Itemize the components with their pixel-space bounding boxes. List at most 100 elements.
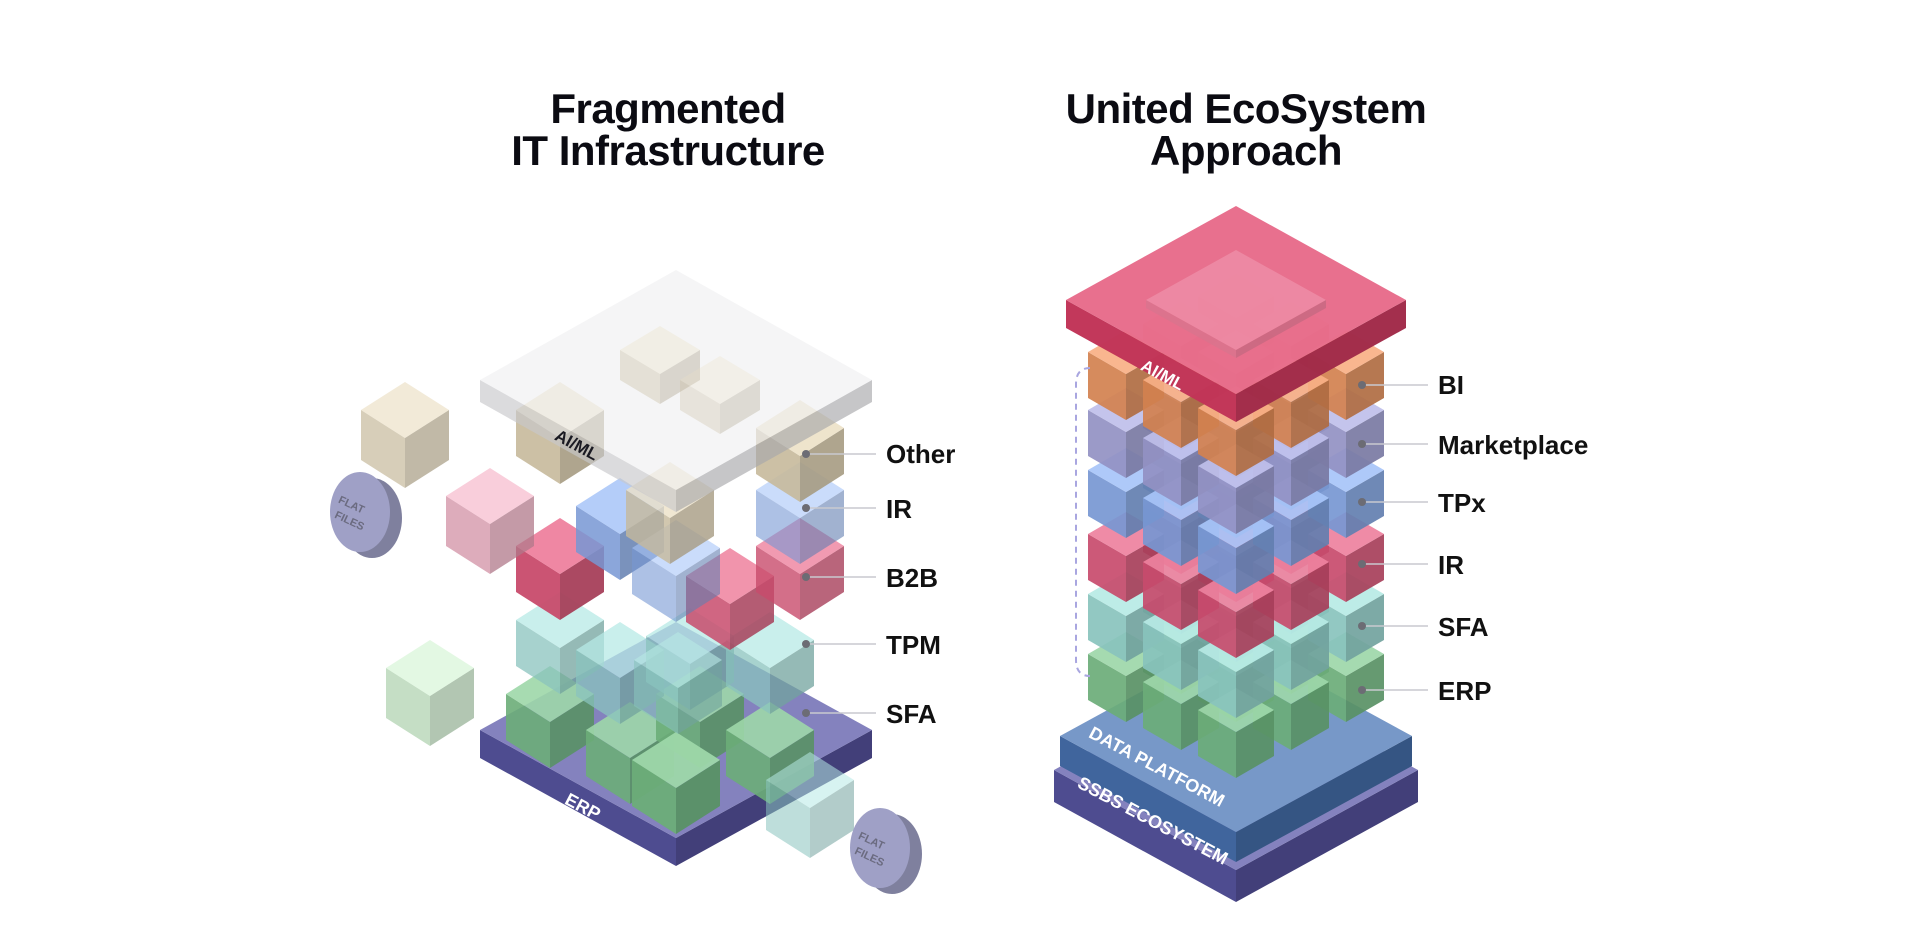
left-face	[1054, 770, 1236, 902]
top-face	[726, 702, 814, 758]
right-leader-4-dot	[1358, 622, 1366, 630]
left-face	[516, 546, 560, 620]
left-face	[626, 490, 670, 564]
top-face	[361, 382, 449, 438]
left-face	[726, 730, 770, 804]
right-face	[800, 546, 844, 620]
cylinder-top	[850, 808, 910, 888]
left-face	[1143, 438, 1181, 506]
left-face	[1143, 380, 1181, 448]
right-face	[676, 760, 720, 834]
left-face	[756, 490, 800, 564]
integration-bracket	[1075, 367, 1091, 677]
b2b-block	[516, 518, 604, 620]
left-face	[766, 780, 810, 858]
right-face	[1236, 770, 1418, 902]
left-leader-1-dot	[802, 504, 810, 512]
right-face	[1291, 380, 1329, 448]
floating-other-block	[361, 382, 449, 488]
top-face	[766, 752, 854, 808]
right-face	[700, 694, 744, 768]
left-face	[634, 660, 678, 734]
left-label-tpm: TPM	[886, 630, 941, 660]
left-face	[1146, 300, 1236, 358]
left-face	[516, 620, 560, 694]
floating-teal-block	[766, 752, 854, 858]
left-face	[386, 668, 430, 746]
title-fragmented-it-infrastructure: Fragmented IT Infrastructure	[388, 88, 948, 172]
left-face	[361, 410, 405, 488]
title-left-line-1: Fragmented	[550, 85, 786, 132]
right-face	[1236, 736, 1412, 862]
right-face	[1291, 622, 1329, 690]
right-face	[550, 694, 594, 768]
left-face	[1198, 466, 1236, 534]
left-face	[1143, 562, 1181, 630]
right-leader-1-dot	[1358, 440, 1366, 448]
right-face	[678, 660, 722, 734]
top-face	[1146, 250, 1326, 350]
right-face	[430, 668, 474, 746]
right-face	[1291, 498, 1329, 566]
right-label-sfa: SFA	[1438, 612, 1489, 642]
left-face	[1198, 408, 1236, 476]
left-face	[726, 640, 770, 714]
left-leader-3-dot	[802, 640, 810, 648]
left-face	[1198, 710, 1236, 778]
top-face	[680, 356, 760, 404]
left-face	[586, 730, 630, 804]
left-face	[680, 380, 720, 434]
right-face	[1291, 682, 1329, 750]
left-face	[1088, 654, 1126, 722]
top-face	[634, 632, 722, 688]
aiml-top-slab	[480, 270, 872, 512]
left-face	[516, 410, 560, 484]
right-label-marketplace: Marketplace	[1438, 430, 1589, 460]
right-face	[800, 428, 844, 502]
right-face	[676, 548, 720, 622]
top-face	[620, 326, 700, 374]
right-label-leaders	[1358, 381, 1428, 694]
floating-pink-block	[446, 468, 534, 574]
united-stack	[1054, 206, 1418, 902]
left-face	[632, 548, 676, 622]
right-face	[676, 380, 872, 512]
flat-files-cylinder-left	[330, 472, 402, 558]
right-face	[720, 380, 760, 434]
right-leader-3-dot	[1358, 560, 1366, 568]
left-leader-4-dot	[802, 709, 810, 717]
top-face	[480, 270, 872, 490]
right-face	[1291, 562, 1329, 630]
floating-green-block	[386, 640, 474, 746]
fragmented-stack	[330, 270, 922, 894]
left-face	[480, 380, 676, 512]
left-face	[632, 760, 676, 834]
top-face	[1066, 206, 1406, 394]
right-face	[1236, 526, 1274, 594]
right-face	[810, 780, 854, 858]
right-face	[670, 490, 714, 564]
right-label-bi: BI	[1438, 370, 1464, 400]
left-label-sfa: SFA	[886, 699, 937, 729]
right-label-tpx: TPx	[1438, 488, 1486, 518]
title-united-ecosystem-approach: United EcoSystem Approach	[966, 88, 1526, 172]
right-label-erp: ERP	[1438, 676, 1492, 706]
left-face	[1088, 534, 1126, 602]
left-face	[1088, 410, 1126, 478]
aiml-inner-block	[1146, 250, 1326, 358]
top-face	[386, 640, 474, 696]
left-leader-2-dot	[802, 573, 810, 581]
right-leader-0-dot	[1358, 381, 1366, 389]
sfa-block	[632, 732, 720, 834]
left-face	[446, 496, 490, 574]
right-face	[1236, 300, 1326, 358]
left-label-ir: IR	[886, 494, 912, 524]
left-face	[1066, 300, 1236, 422]
right-face	[1346, 534, 1384, 602]
left-face	[1198, 590, 1236, 658]
left-face	[1143, 498, 1181, 566]
right-face	[1236, 466, 1274, 534]
right-face	[1236, 710, 1274, 778]
left-label-leaders	[802, 450, 876, 717]
